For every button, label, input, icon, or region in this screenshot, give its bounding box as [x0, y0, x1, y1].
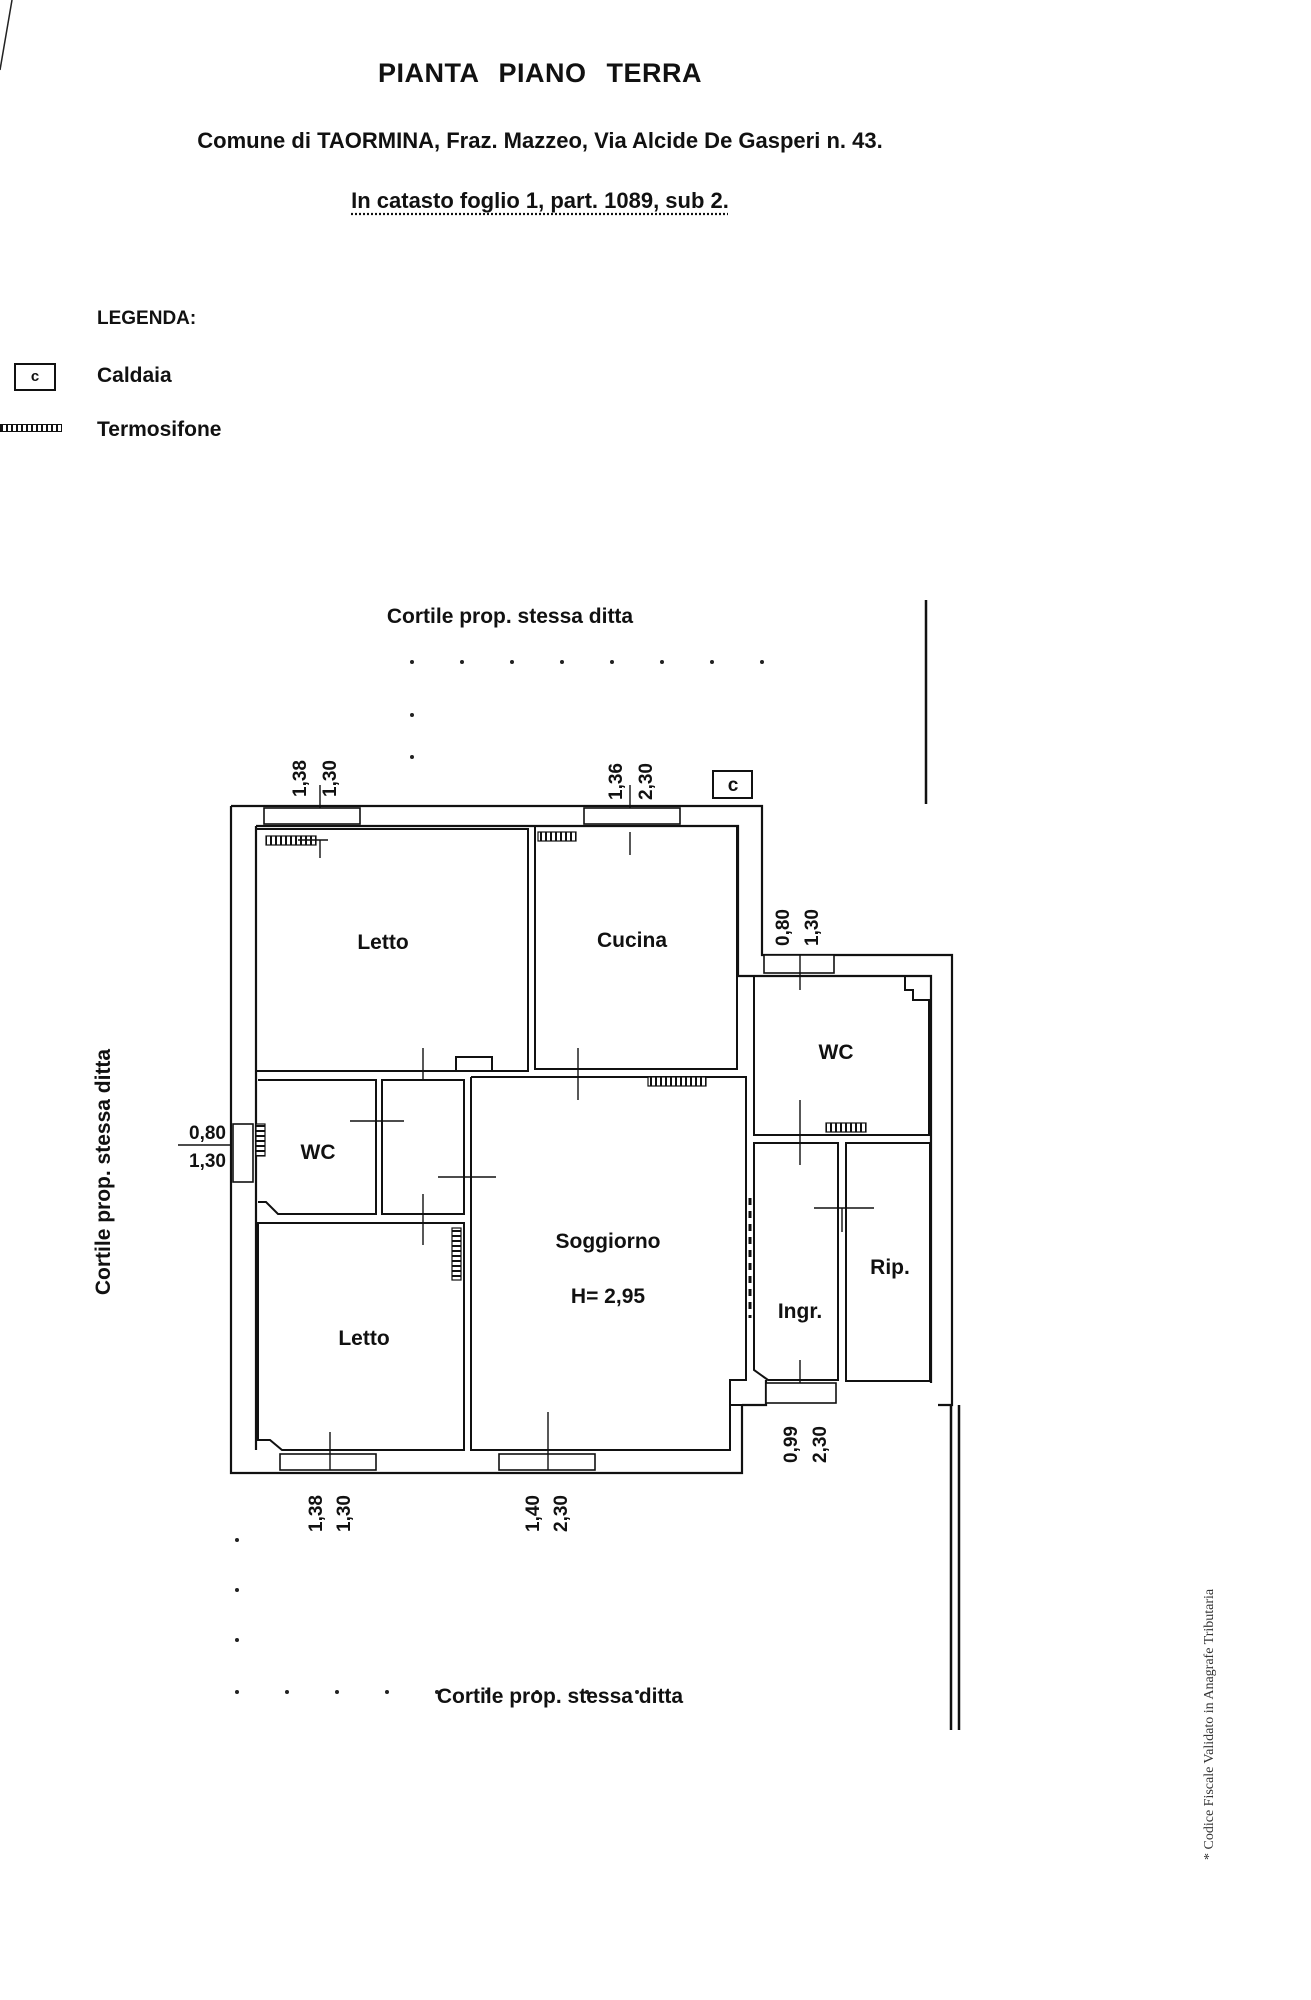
- legend-termosifone-label: Termosifone: [97, 418, 222, 441]
- dim-bottom-left-height: 1,30: [334, 1495, 355, 1532]
- legend-heading: LEGENDA:: [97, 308, 197, 329]
- legend-caldaia-symbol: c: [14, 363, 56, 391]
- dim-top-left-height: 1,30: [320, 760, 341, 797]
- room-ingresso: Ingr.: [778, 1300, 822, 1323]
- room-cucina: Cucina: [597, 929, 667, 952]
- cadastre-line: In catasto foglio 1, part. 1089, sub 2.: [351, 188, 729, 213]
- property-boundary: [924, 600, 961, 1730]
- dim-top-kitchen-height: 2,30: [636, 763, 657, 800]
- radiator-icon: [255, 1123, 266, 1157]
- address-line: Comune di TAORMINA, Fraz. Mazzeo, Via Al…: [197, 128, 883, 153]
- openings: [232, 807, 837, 1471]
- room-letto-top: Letto: [357, 931, 408, 954]
- dim-bottom-door-width: 1,40: [523, 1495, 544, 1532]
- radiators: [255, 831, 867, 1281]
- dim-entrance-width: 0,99: [781, 1426, 802, 1463]
- courtyard-bottom-label: Cortile prop. stessa ditta: [437, 1685, 684, 1708]
- room-wc-right: WC: [819, 1041, 854, 1064]
- page-title: PIANTA PIANO TERRA: [377, 58, 702, 88]
- courtyard-left-label: Cortile prop. stessa ditta: [92, 1049, 115, 1296]
- dim-bottom-left-width: 1,38: [306, 1495, 327, 1532]
- room-wc-left: WC: [301, 1141, 336, 1164]
- room-soggiorno: Soggiorno: [556, 1230, 661, 1253]
- crosshair-marks: [298, 785, 874, 1470]
- footnote: * Codice Fiscale Validato in Anagrafe Tr…: [1202, 1588, 1217, 1860]
- room-walls: [255, 825, 931, 1451]
- caldaia-symbol-box: [712, 770, 753, 799]
- dim-top-kitchen-width: 1,36: [606, 763, 627, 800]
- radiator-icon: [537, 831, 577, 842]
- radiator-icon: [451, 1227, 462, 1281]
- radiator-icon: [647, 1076, 707, 1087]
- outer-walls: [229, 804, 954, 1475]
- caldaia-symbol: c: [728, 775, 739, 796]
- dim-wc-left-height: 1,30: [189, 1151, 226, 1172]
- dim-entrance-height: 2,30: [810, 1426, 831, 1463]
- legend-caldaia-label: Caldaia: [97, 364, 172, 387]
- dim-wc-right-height: 1,30: [802, 909, 823, 946]
- dim-wc-right-width: 0,80: [773, 909, 794, 946]
- courtyard-dots: [235, 660, 764, 1694]
- dim-top-left-width: 1,38: [290, 760, 311, 797]
- legend-radiator-icon: [0, 424, 62, 432]
- room-height: H= 2,95: [571, 1285, 645, 1308]
- radiator-icon: [825, 1122, 867, 1133]
- dim-wc-left-width: 0,80: [189, 1123, 226, 1144]
- courtyard-top-label: Cortile prop. stessa ditta: [387, 605, 634, 628]
- room-ripostiglio: Rip.: [870, 1256, 910, 1279]
- dim-bottom-door-height: 2,30: [551, 1495, 572, 1532]
- room-letto-bottom: Letto: [338, 1327, 389, 1350]
- scan-marks: [0, 0, 13, 71]
